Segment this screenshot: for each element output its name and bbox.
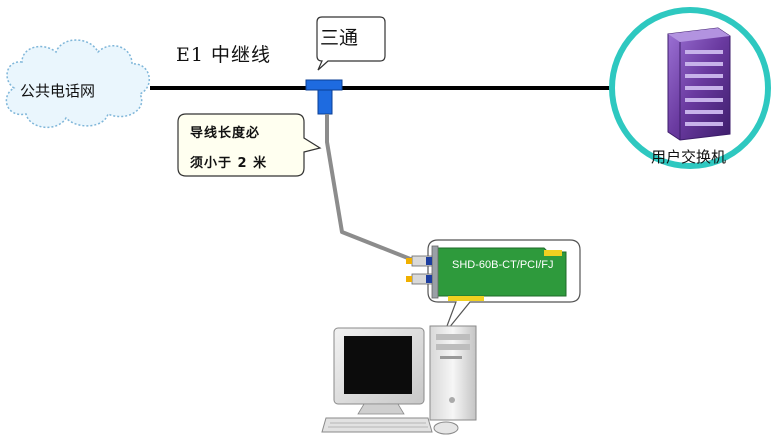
tee-callout [316,16,386,71]
card-connector-icon [406,255,433,285]
length-note-callout [177,113,322,177]
pbx-cabinet-icon [667,27,731,141]
pbx-label: 用户交换机 [651,148,727,166]
length-note-line2: 须小于 2 米 [190,156,268,171]
tee-label: 三通 [320,27,359,49]
cloud-label: 公共电话网 [20,82,96,100]
cable-line [325,114,419,264]
keyboard-icon [321,417,433,433]
pc-tower-icon [429,325,477,421]
cloud-icon [5,39,150,128]
tee-connector-icon [305,79,343,115]
card-model-label: SHD-60B-CT/PCI/FJ [452,259,554,271]
trunk-label: E1 中继线 [176,44,271,66]
pci-card-icon [431,245,567,301]
length-note-line1: 导线长度必 [190,126,261,141]
monitor-icon [333,327,425,415]
mouse-icon [433,421,459,435]
